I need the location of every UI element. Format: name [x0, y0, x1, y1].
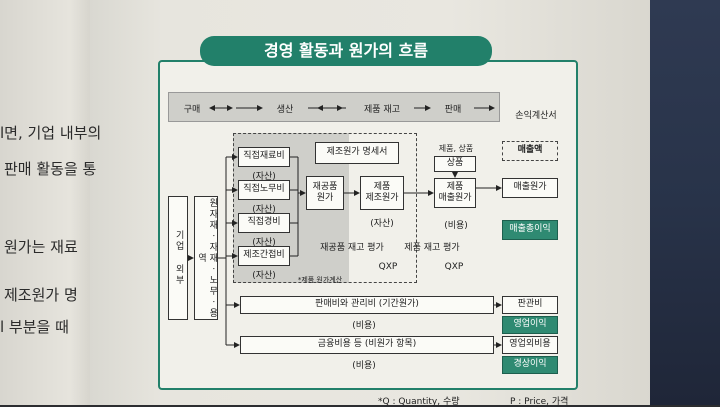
finance-tag: (비용): [352, 361, 376, 371]
direct-expense: 직접경비: [238, 213, 290, 233]
footnote-price: P : Price, 가격: [510, 397, 569, 407]
sales-revenue-box: 매출액: [502, 141, 558, 161]
manufacturing-statement: 제조원가 명세서: [315, 142, 399, 164]
left-page-line-4: 제조원가 명: [4, 286, 78, 304]
product-cost-box: 제품 제조원가: [360, 176, 404, 210]
ordinary-profit-box: 경상이익: [502, 356, 558, 374]
left-page-line-1: l면, 기업 내부의: [0, 124, 102, 142]
stage-produce: 생산: [276, 105, 294, 115]
sga-box: 판매비와 관리비 (기간원가): [240, 296, 494, 314]
goods-box: 상품: [434, 156, 476, 172]
direct-expense-tag: (자산): [252, 238, 276, 248]
company-external-box: 기업 외부: [168, 196, 188, 320]
left-page-line-3: 원가는 재료: [4, 238, 78, 256]
gross-profit-box: 매출총이익: [502, 220, 558, 240]
manufacturing-boundary: [233, 133, 417, 283]
overhead-cost: 제조간접비: [238, 246, 290, 266]
left-page-line-5: l 부분을 때: [0, 318, 69, 336]
wip-evaluation-label: 재공품 재고 평가: [320, 243, 384, 253]
sga-tag: (비용): [352, 321, 376, 331]
overhead-tag: (자산): [252, 271, 276, 281]
stage-sell: 판매: [444, 105, 462, 115]
product-evaluation-label: 제품 재고 평가: [404, 243, 460, 253]
sales-cost-tag: (비용): [444, 221, 468, 231]
diagram-title: 경영 활동과 원가의 흐름: [200, 36, 492, 66]
mfg-cost-calc-note: *제품 원가계산: [297, 276, 343, 284]
fabric-background: [650, 0, 720, 405]
income-statement-label: 손익계산서: [515, 111, 557, 121]
qxp-label-1: QXP: [378, 262, 398, 272]
footnote-quantity: *Q : Quantity, 수량: [378, 397, 460, 407]
stage-buy: 구매: [183, 105, 201, 115]
materials-box: 원자재ㆍ자재ㆍ노무ㆍ용역: [194, 196, 218, 320]
qxp-label-2: QXP: [444, 262, 464, 272]
sga-result-box: 판관비: [502, 296, 558, 314]
goods-header: 제품, 상품: [438, 144, 474, 153]
left-page: [0, 0, 100, 405]
direct-material-tag: (자산): [252, 172, 276, 182]
non-operating-box: 영업외비용: [502, 336, 558, 354]
left-page-line-2: 판매 활동을 통: [4, 160, 97, 178]
stage-stock: 제품 재고: [364, 105, 400, 115]
stage-bar: [168, 92, 500, 122]
finance-box: 금융비용 등 (비원가 항목): [240, 336, 494, 354]
product-asset-tag: (자산): [370, 219, 394, 229]
product-sales-cost-box: 제품 매출원가: [434, 178, 476, 208]
operating-profit-box: 영업이익: [502, 316, 558, 334]
direct-labor-cost: 직접노무비: [238, 180, 290, 200]
direct-material-cost: 직접재료비: [238, 147, 290, 167]
cogs-box: 매출원가: [502, 178, 558, 198]
wip-cost-box: 재공품 원가: [306, 176, 344, 210]
direct-labor-tag: (자산): [252, 205, 276, 215]
